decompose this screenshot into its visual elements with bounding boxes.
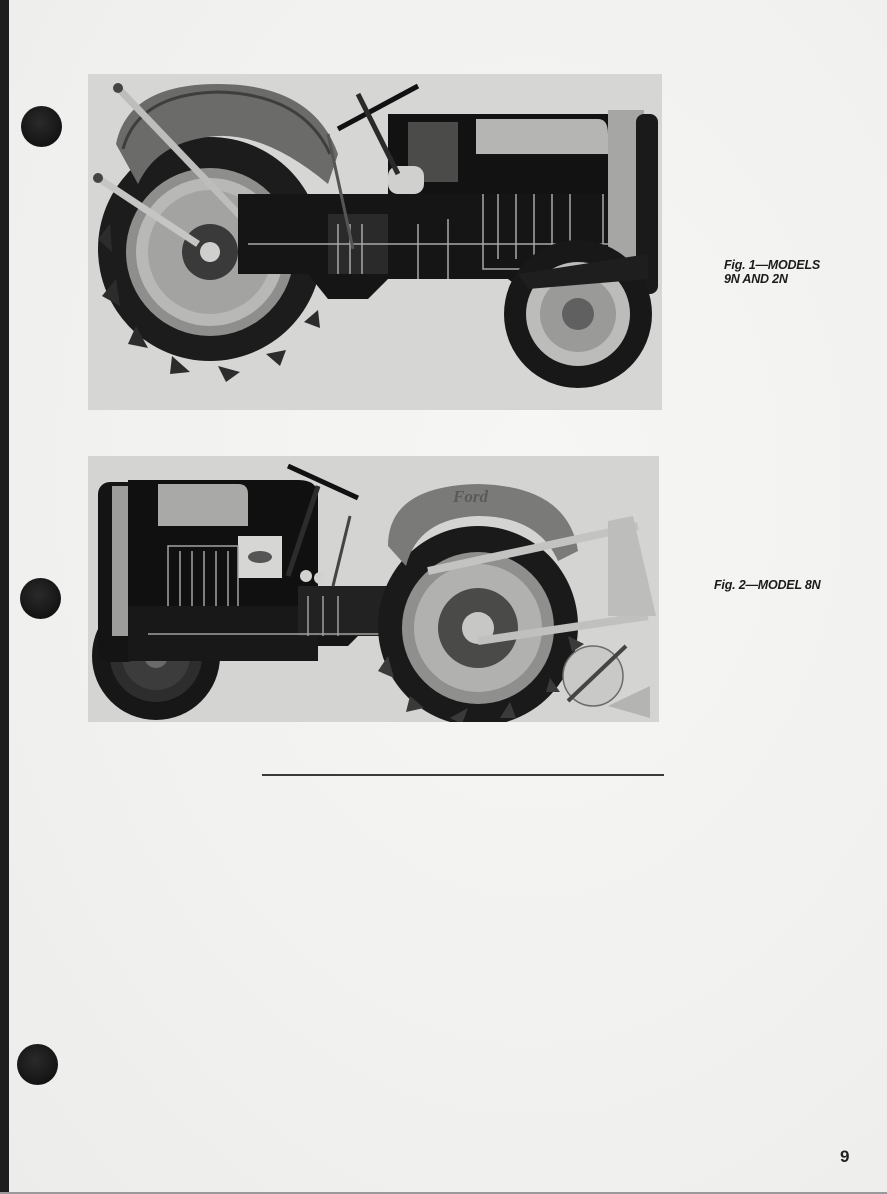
figure-1-caption-line-2: 9N AND 2N bbox=[724, 272, 788, 286]
figure-1-caption-line-1: Fig. 1—MODELS bbox=[724, 258, 821, 272]
scan-bottom-edge bbox=[0, 1192, 887, 1194]
binder-hole-top-icon bbox=[21, 106, 62, 147]
figure-2-tractor-cutaway-image: Ford bbox=[88, 456, 659, 722]
binder-hole-bottom-icon bbox=[17, 1044, 58, 1085]
scan-left-edge bbox=[0, 0, 9, 1194]
figure-2-caption: Fig. 2—MODEL 8N bbox=[714, 578, 821, 592]
figure-1-caption: Fig. 1—MODELS 9N AND 2N bbox=[724, 258, 820, 286]
binder-hole-middle-icon bbox=[20, 578, 61, 619]
ford-fender-logo: Ford bbox=[452, 487, 488, 506]
horizontal-rule-divider bbox=[262, 774, 664, 776]
page-number: 9 bbox=[840, 1147, 850, 1166]
figure-1-tractor-cutaway-image bbox=[88, 74, 662, 410]
